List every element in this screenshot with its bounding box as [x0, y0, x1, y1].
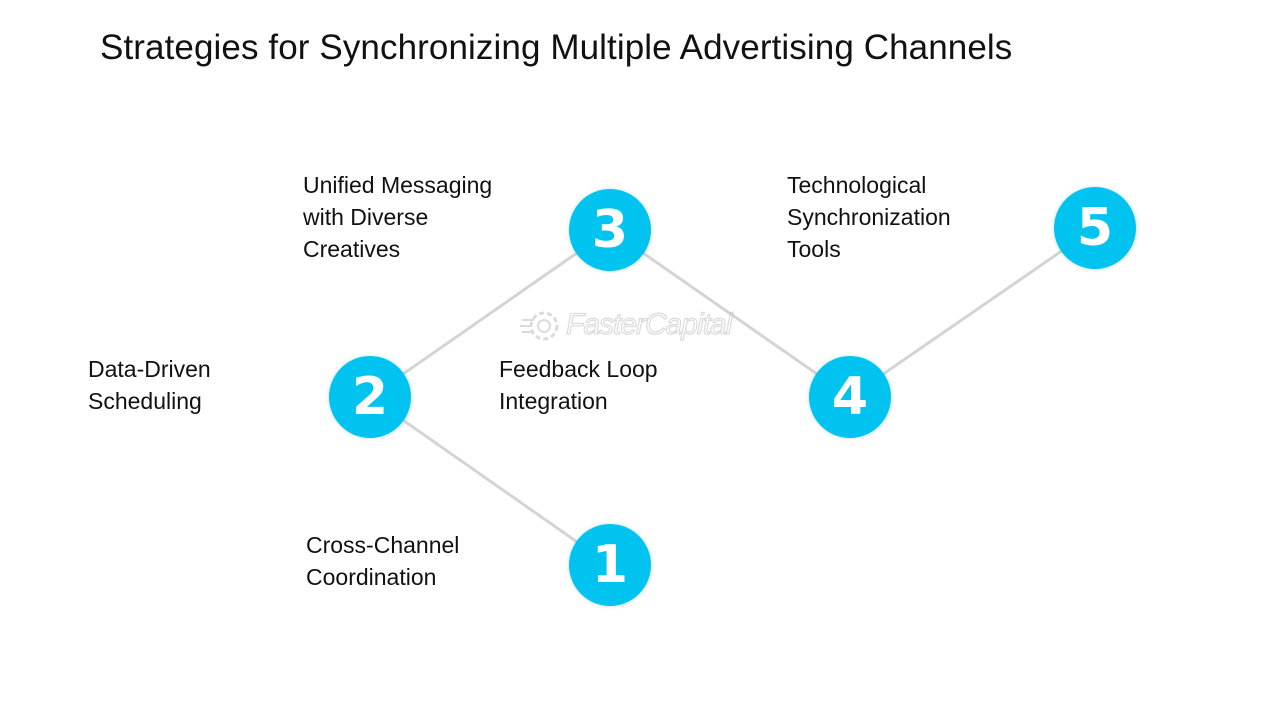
step-2-label-line: Data-Driven	[88, 356, 211, 382]
gear-icon	[520, 311, 559, 341]
step-4-label-line: Feedback Loop	[499, 356, 658, 382]
watermark-text: FasterCapital	[565, 307, 733, 341]
step-1-label: Cross-Channel Coordination	[306, 529, 459, 593]
step-1-circle: 1	[569, 524, 651, 606]
step-2-label-line: Scheduling	[88, 388, 202, 414]
step-4-label-line: Integration	[499, 388, 608, 414]
step-5-label-line: Technological	[787, 172, 927, 198]
step-2-label: Data-Driven Scheduling	[88, 353, 211, 417]
step-5-label-line: Tools	[787, 236, 841, 262]
connector-2-3	[369, 228, 611, 399]
step-3-label-line: with Diverse	[303, 204, 429, 230]
connector-1-2	[369, 395, 611, 567]
watermark: FasterCapital	[520, 306, 760, 346]
step-4-circle: 4	[809, 356, 891, 438]
step-5-circle: 5	[1054, 187, 1136, 269]
step-3-label-line: Unified Messaging	[303, 172, 493, 198]
step-3-label-line: Creatives	[303, 236, 401, 262]
step-3-label: Unified Messaging with Diverse Creatives	[303, 169, 492, 265]
page-title: Strategies for Synchronizing Multiple Ad…	[100, 28, 1013, 67]
step-3-circle: 3	[569, 189, 651, 271]
step-5-label-line: Synchronization	[787, 204, 951, 230]
connector-3-4	[609, 228, 851, 399]
connector-4-5	[849, 226, 1096, 399]
step-1-label-line: Cross-Channel	[306, 532, 460, 558]
step-5-label: Technological Synchronization Tools	[787, 169, 951, 265]
step-4-label: Feedback Loop Integration	[499, 353, 658, 417]
step-1-label-line: Coordination	[306, 564, 437, 590]
step-2-circle: 2	[329, 356, 411, 438]
